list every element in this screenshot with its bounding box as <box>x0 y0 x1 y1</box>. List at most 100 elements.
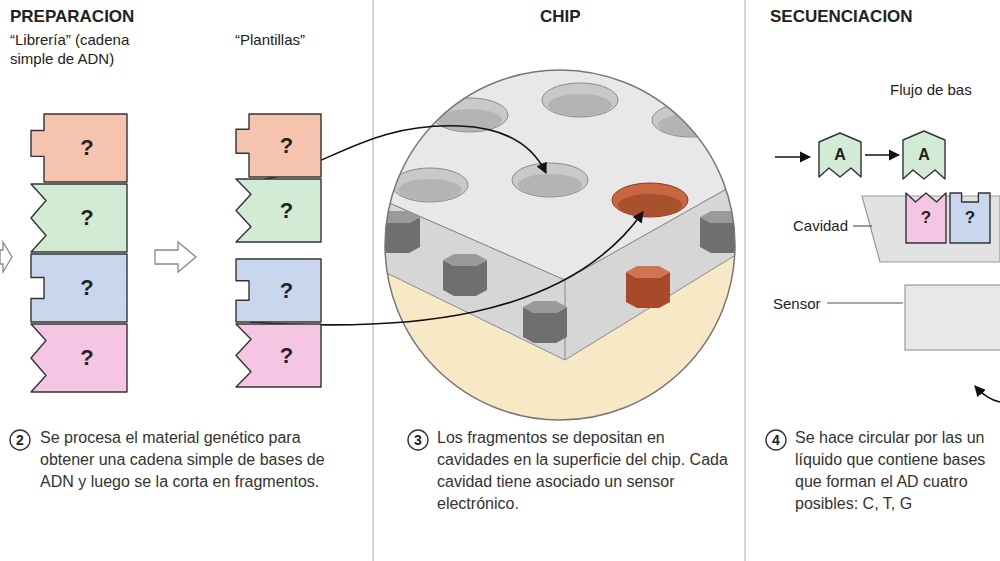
section-heading: SECUENCIACION <box>770 6 913 27</box>
part-label: Sensor <box>773 294 821 313</box>
base-piece: A <box>818 132 862 178</box>
library-block-outline <box>30 183 128 253</box>
block-letter: ? <box>80 205 93 231</box>
callout-number: 4 <box>772 432 780 448</box>
template-block: ? <box>235 178 322 243</box>
block-letter: ? <box>80 135 93 161</box>
figure-label: “Plantillas” <box>235 30 305 49</box>
chip-magnifier <box>385 70 735 420</box>
template-block-shape <box>236 179 321 242</box>
step-description: Se hace circular por las un líquido que … <box>795 427 993 515</box>
cavity-inner <box>398 179 462 201</box>
block-letter: ? <box>921 208 931 228</box>
template-block-shape <box>236 324 321 387</box>
template-base-shape <box>906 193 946 243</box>
template-block: ? <box>235 113 322 178</box>
library-block-shape <box>31 254 127 322</box>
figure-label-box: “Plantillas” <box>235 30 305 49</box>
template-block: ? <box>235 258 322 323</box>
sensor-prism-top <box>626 266 670 278</box>
section-heading-box: CHIP <box>540 6 581 27</box>
cavity-inner <box>518 174 582 196</box>
sensor-prism-top <box>443 254 487 266</box>
callout-number: 3 <box>414 432 422 448</box>
section-heading-box: SECUENCIACION <box>770 6 913 27</box>
block-letter: ? <box>280 198 293 224</box>
hollow-arrow <box>0 242 12 272</box>
step-description-box: Se hace circular por las un líquido que … <box>795 427 993 515</box>
step-number-shape <box>408 430 428 450</box>
part-label: Cavidad <box>793 216 848 235</box>
library-block: ? <box>30 113 128 183</box>
library-block-outline <box>30 113 128 183</box>
block-letter: ? <box>280 133 293 159</box>
callout-number: 2 <box>16 432 24 448</box>
step-number-shape <box>10 430 30 450</box>
step-number: 4 <box>765 429 787 451</box>
figure-label: “Librería” (cadena simple de ADN) <box>10 30 160 68</box>
step-number: 3 <box>407 429 429 451</box>
library-block-outline <box>30 253 128 323</box>
base-piece-shape <box>819 133 861 177</box>
cavity-inner <box>618 194 682 216</box>
block-letter: ? <box>965 208 975 228</box>
section-heading-box: PREPARACION <box>10 6 134 27</box>
template-block-outline <box>235 178 322 243</box>
base-piece-shape <box>903 131 945 179</box>
template-block-outline <box>235 258 322 323</box>
template-block-outline <box>235 323 322 388</box>
sensor-prism-top <box>700 211 744 223</box>
template-block: ? <box>235 323 322 388</box>
library-block: ? <box>30 323 128 393</box>
sensor-prism-top <box>523 301 567 313</box>
section-heading: CHIP <box>540 6 581 27</box>
cavity <box>392 168 468 202</box>
cavity-inner <box>658 114 722 136</box>
chip-surface <box>360 60 760 280</box>
block-letter: A <box>918 146 930 164</box>
library-block: ? <box>30 253 128 323</box>
block-letter: ? <box>80 275 93 301</box>
block-letter: ? <box>280 343 293 369</box>
cavity-highlight <box>612 183 688 217</box>
part-label-box: Cavidad <box>793 216 848 235</box>
library-block-shape <box>31 324 127 392</box>
chip-illustration <box>360 60 760 440</box>
library-block-shape <box>31 114 127 182</box>
hollow-arrow <box>155 242 196 272</box>
block-letter: A <box>834 146 846 164</box>
library-block-outline <box>30 323 128 393</box>
template-block-shape <box>236 114 321 177</box>
step-number-shape <box>766 430 786 450</box>
cavity-inner <box>548 94 612 116</box>
step-description-box: Se procesa el material genético para obt… <box>40 427 355 493</box>
cavity <box>652 103 728 137</box>
template-base: ? <box>905 192 947 244</box>
template-base-shape <box>950 193 990 243</box>
section-divider <box>744 0 745 561</box>
template-block-shape <box>236 259 321 322</box>
flow-arrow <box>865 154 899 156</box>
template-block-outline <box>235 113 322 178</box>
block-letter: ? <box>280 278 293 304</box>
template-base: ? <box>949 192 991 244</box>
leader-line <box>827 302 903 303</box>
cavity-inner <box>438 109 502 131</box>
step-number: 2 <box>9 429 31 451</box>
library-block: ? <box>30 183 128 253</box>
signal-arrow <box>975 386 1000 402</box>
step-description: Los fragmentos se depositan en cavidades… <box>437 427 737 515</box>
leader-line <box>853 225 872 226</box>
sensor-box <box>905 285 1000 350</box>
base-piece: A <box>902 130 946 180</box>
library-block-shape <box>31 184 127 252</box>
figure-label: Flujo de bas <box>890 80 972 99</box>
figure-label-box: Flujo de bas <box>890 80 972 99</box>
cavity <box>512 163 588 197</box>
step-description: Se procesa el material genético para obt… <box>40 427 355 493</box>
section-heading: PREPARACION <box>10 6 134 27</box>
block-letter: ? <box>80 345 93 371</box>
flow-arrow <box>775 156 810 158</box>
step-description-box: Los fragmentos se depositan en cavidades… <box>437 427 737 515</box>
